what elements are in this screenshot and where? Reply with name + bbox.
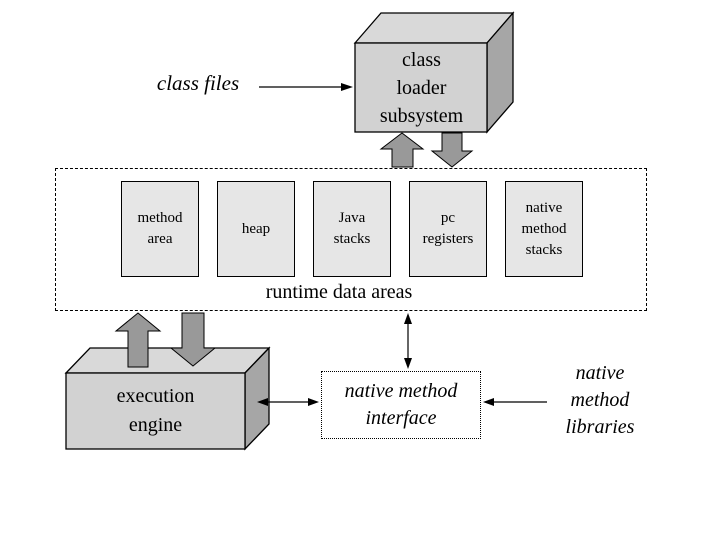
runtime-to-classloader-up-arrow (379, 132, 425, 168)
java-stacks-box: Java stacks (313, 181, 391, 277)
class-loader-box (353, 11, 515, 134)
execution-engine-front-face (65, 372, 246, 450)
execution-engine-top-face (64, 347, 271, 374)
heap-box: heap (217, 181, 295, 277)
native-method-libraries-label: native method libraries (565, 362, 635, 438)
classloader-to-runtime-down-arrow (430, 132, 474, 168)
runtime-to-engine-down-arrow (169, 312, 217, 367)
execution-engine-label: execution engine (116, 385, 195, 436)
runtime-interface-double-arrow (404, 313, 412, 369)
native-method-stacks-label: native method stacks (521, 199, 567, 258)
native-method-stacks-box: native method stacks (505, 181, 583, 277)
native-method-interface-box: native method interface (321, 371, 481, 439)
java-stacks-label: Java stacks (333, 210, 371, 247)
class-loader-front-face (354, 42, 488, 133)
pc-registers-label: pc registers (422, 210, 474, 247)
engine-to-runtime-up-arrow (114, 312, 162, 368)
class-loader-top-face (353, 12, 515, 44)
pc-registers-box: pc registers (409, 181, 487, 277)
class-files-arrow (259, 83, 353, 91)
method-area-label: method area (137, 210, 183, 247)
engine-interface-double-arrow (257, 398, 319, 406)
heap-label: heap (241, 220, 271, 237)
libraries-to-interface-arrow (483, 398, 547, 406)
runtime-data-areas-container (55, 168, 647, 311)
native-method-interface-label: native method interface (344, 380, 458, 429)
runtime-data-areas-caption: runtime data areas (265, 281, 413, 303)
method-area-box: method area (121, 181, 199, 277)
class-files-label: class files (156, 71, 240, 95)
execution-engine-box (64, 346, 271, 451)
class-loader-label: class loader subsystem (379, 48, 464, 127)
